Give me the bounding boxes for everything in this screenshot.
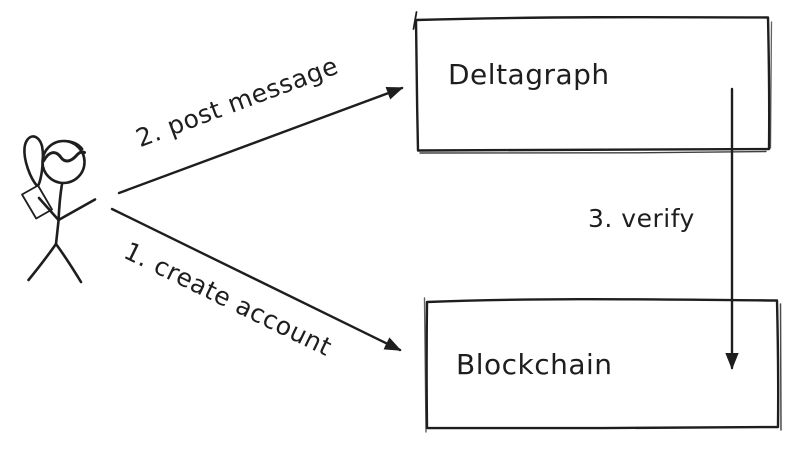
deltagraph-node-label: Deltagraph: [448, 58, 610, 91]
actor-ponytail: [23, 135, 45, 188]
actor-torso: [54, 182, 64, 246]
actor-left-arm: [37, 196, 60, 222]
blockchain-node-label: Blockchain: [456, 348, 613, 381]
arrow-create-account: [110, 207, 402, 352]
blockchain-box-outline: [423, 297, 782, 433]
actor-left-leg: [27, 242, 58, 282]
deltagraph-box-outline: [412, 11, 773, 154]
actor-hair-top: [45, 139, 84, 151]
actor-hair-wave: [42, 150, 86, 163]
actor-right-arm: [57, 198, 97, 222]
arrow-post-message: [117, 86, 404, 195]
actor-right-leg: [54, 242, 83, 284]
actor-badge: [21, 184, 53, 220]
stick-figure-actor: [21, 135, 97, 284]
verify-arrow-label: 3. verify: [588, 204, 695, 233]
